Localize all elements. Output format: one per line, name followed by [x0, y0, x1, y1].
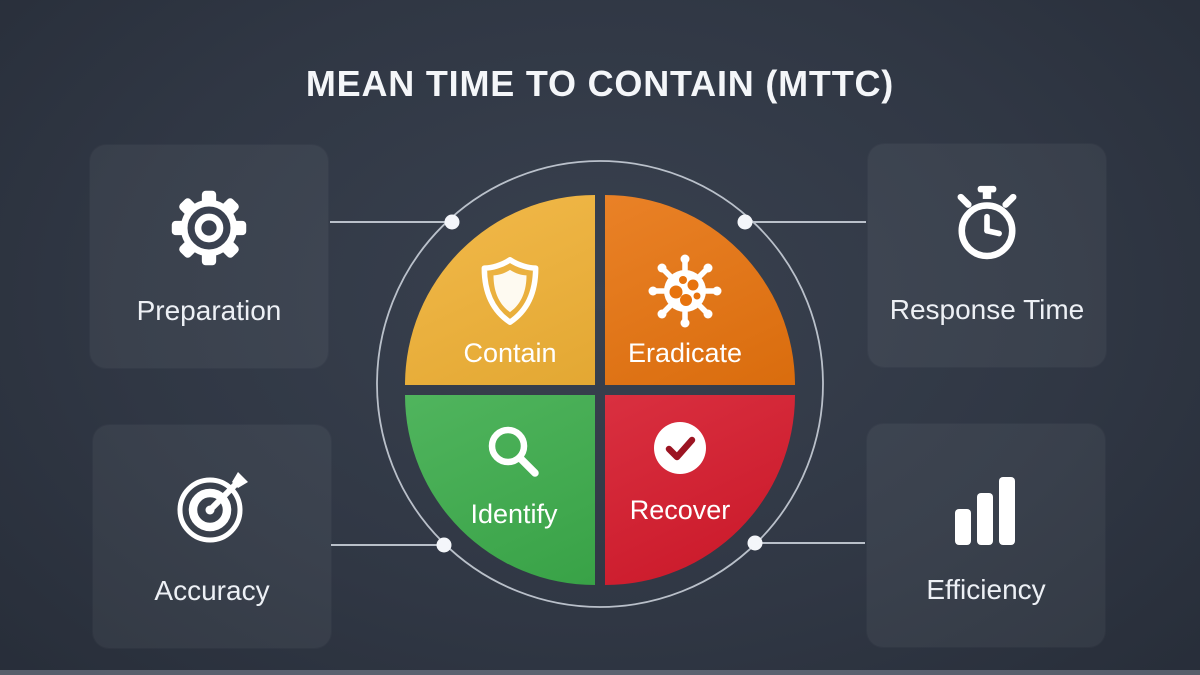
card-preparation: Preparation	[90, 145, 328, 368]
card-label-accuracy: Accuracy	[154, 575, 270, 606]
check-icon	[651, 410, 709, 486]
segment-eradicate: Eradicate	[605, 195, 795, 385]
connector-dot-top-left	[444, 214, 460, 230]
card-response-time: Response Time	[868, 144, 1106, 367]
mttc-cycle-pie: Contain	[405, 195, 795, 585]
card-efficiency: Efficiency	[867, 424, 1105, 647]
segment-identify: Identify	[405, 395, 595, 585]
card-label-efficiency: Efficiency	[926, 574, 1046, 605]
bottom-edge-strip	[0, 670, 1200, 675]
connector-dot-bottom-left	[436, 537, 452, 553]
connector-dot-top-right	[737, 214, 753, 230]
segment-label-recover: Recover	[629, 495, 731, 525]
card-label-response-time: Response Time	[889, 294, 1085, 325]
shield-icon	[477, 253, 543, 329]
target-icon	[169, 465, 255, 551]
segment-label-identify: Identify	[470, 499, 558, 529]
bar-chart-icon	[946, 464, 1026, 550]
segment-label-eradicate: Eradicate	[627, 338, 743, 368]
segment-contain: Contain	[405, 195, 595, 385]
stopwatch-icon	[946, 184, 1028, 270]
search-icon	[481, 414, 547, 490]
page-title: MEAN TIME TO CONTAIN (MTTC)	[305, 63, 895, 104]
segment-recover: Recover	[605, 395, 795, 585]
gear-icon	[167, 185, 251, 271]
segment-label-contain: Contain	[463, 338, 557, 368]
virus-icon	[647, 253, 723, 329]
outer-ring	[376, 160, 824, 608]
card-label-preparation: Preparation	[136, 295, 282, 326]
card-accuracy: Accuracy	[93, 425, 331, 648]
connector-dot-bottom-right	[747, 535, 763, 551]
